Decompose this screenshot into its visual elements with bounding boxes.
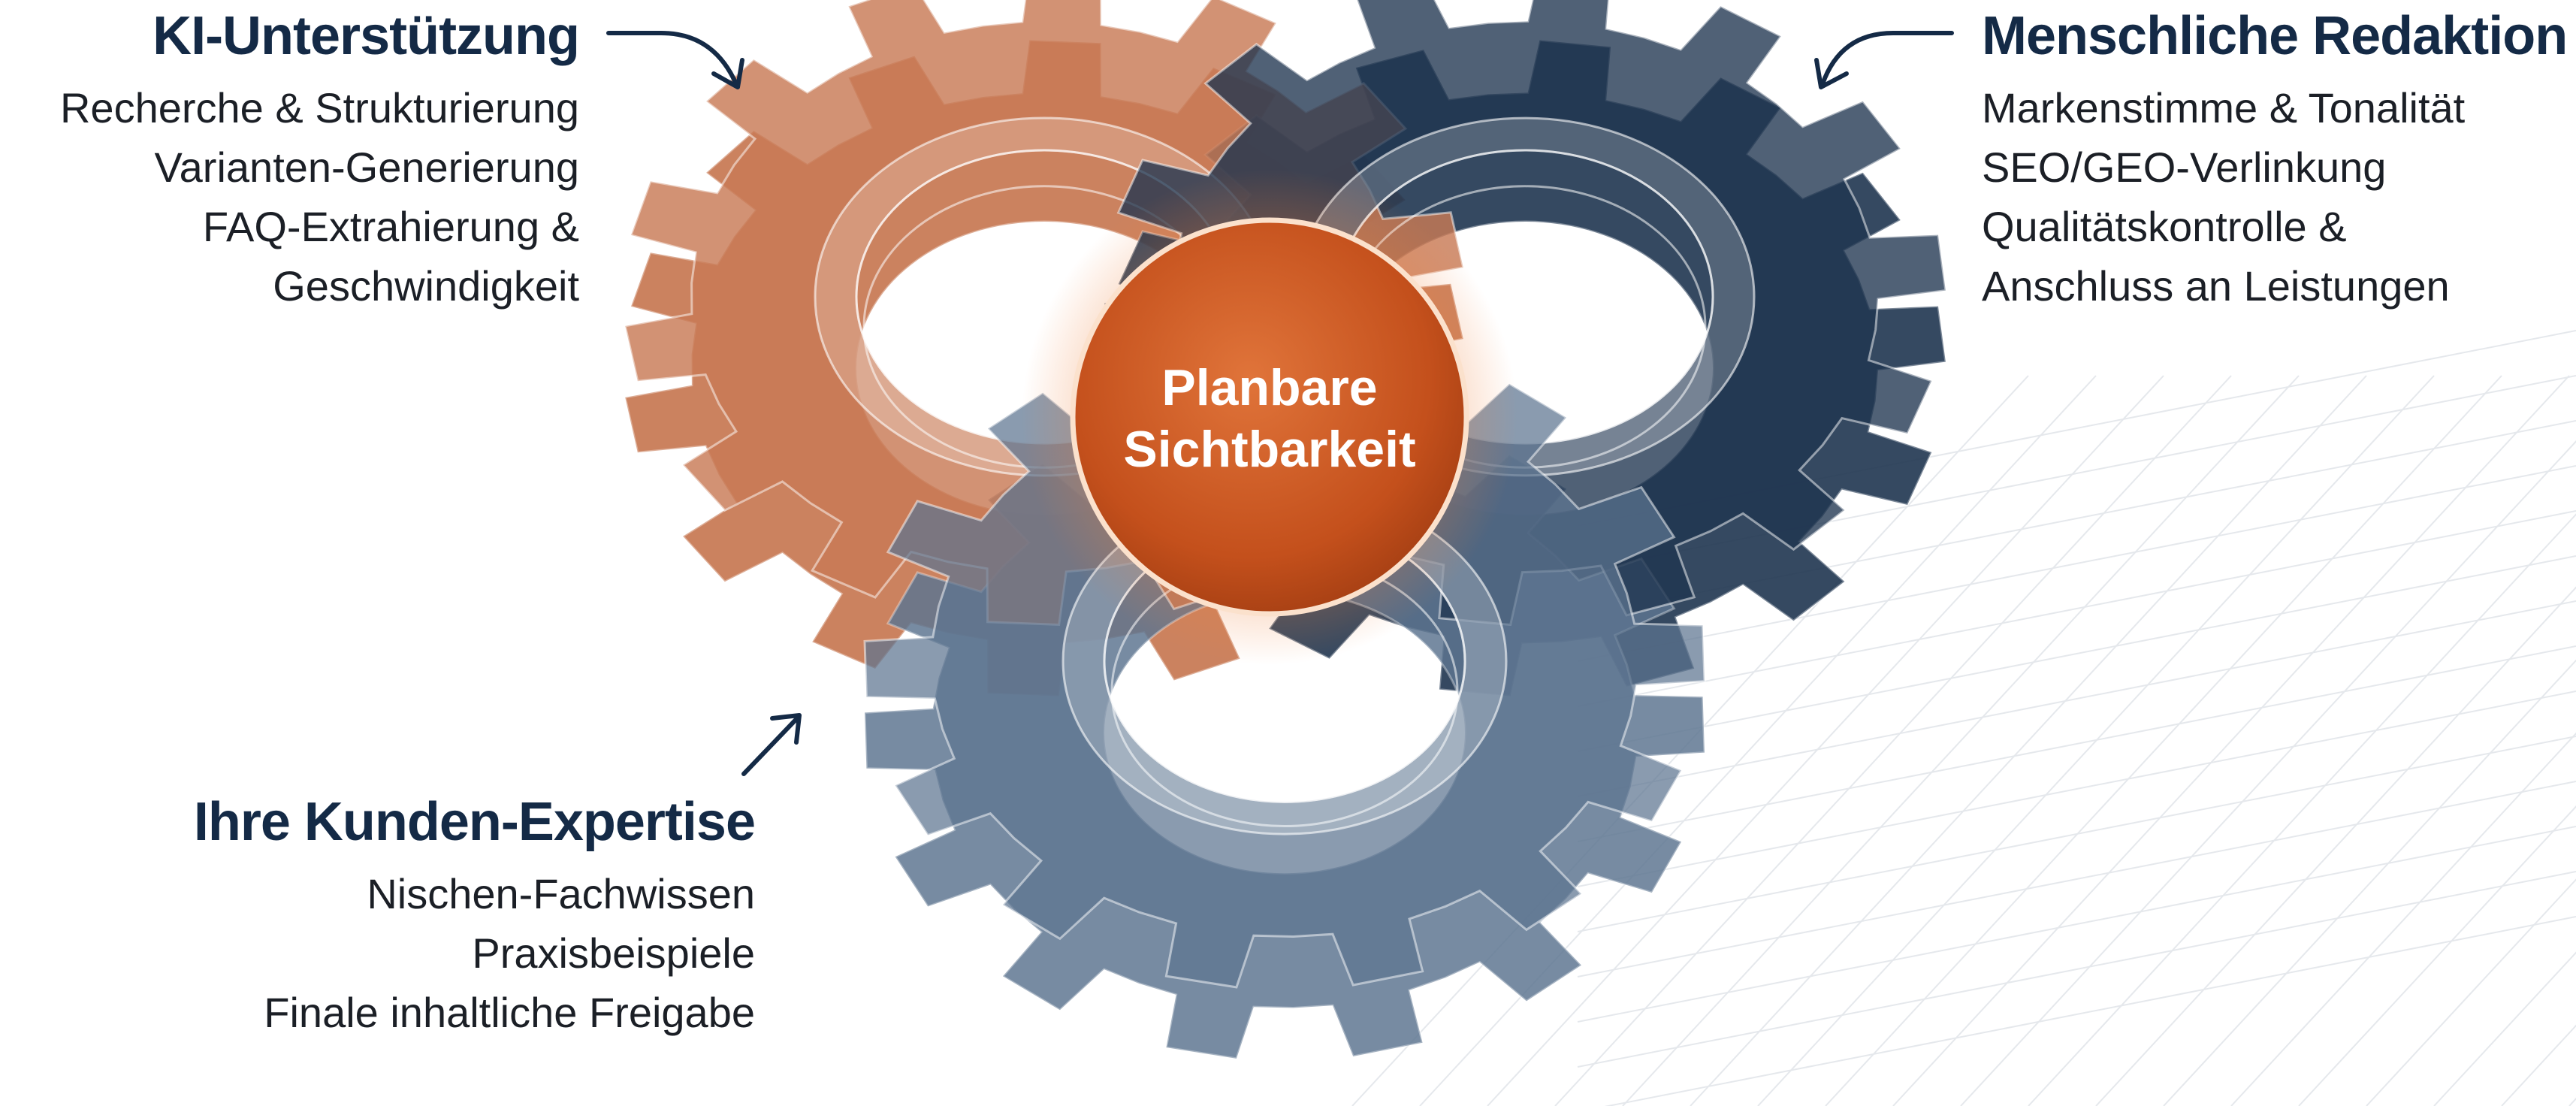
grid-line [1577, 690, 2576, 887]
list-item: Finale inhaltliche Freigabe [264, 989, 755, 1036]
grid-line [2501, 1024, 2576, 1106]
list-item: Praxisbeispiele [472, 929, 755, 977]
grid-line [1577, 600, 2576, 797]
grid-line [1960, 440, 2576, 1106]
grid-line [1577, 510, 2576, 707]
human-arrow [1814, 31, 1954, 89]
customer-expertise-block: Ihre Kunden-Expertise Nischen-Fachwissen… [193, 790, 756, 1042]
list-item: FAQ-Extrahierung & [202, 203, 579, 250]
list-item: Nischen-Fachwissen [367, 870, 755, 917]
center-hub [1070, 217, 1469, 617]
grid-line [2298, 805, 2576, 1106]
grid-line [1690, 375, 2367, 1106]
center-label: Planbare Sichtbarkeit [1071, 357, 1469, 480]
grid-line [1604, 916, 2576, 1106]
grid-line [1554, 375, 2232, 1106]
grid-line [2095, 586, 2576, 1106]
grid-line [1577, 781, 2576, 978]
ki-support-title: KI-Unterstützung [153, 6, 580, 66]
grid-line [1577, 736, 2576, 932]
grid-line [2433, 951, 2576, 1106]
grid-line [1892, 375, 2570, 1106]
grid-line [1577, 871, 2576, 1068]
kunden-arrow [741, 713, 802, 776]
grid-line [1577, 465, 2576, 662]
ki-arrow [606, 31, 744, 89]
grid-line [2366, 878, 2576, 1106]
customer-expertise-list: Nischen-Fachwissen Praxisbeispiele Final… [194, 864, 755, 1042]
grid-line [1577, 826, 2576, 1023]
list-item: Qualitätskontrolle & [1982, 203, 2347, 250]
grid-line [2230, 732, 2576, 1106]
grid-line [1577, 555, 2576, 752]
grid-line [1825, 375, 2502, 1106]
grid-line [2028, 513, 2576, 1106]
grid-line [1487, 375, 2164, 1106]
list-item: Geschwindigkeit [273, 262, 579, 310]
center-label-line1: Planbare [1161, 359, 1378, 416]
list-item: Anschluss an Leistungen [1982, 262, 2450, 310]
ki-support-list: Recherche & Strukturierung Varianten-Gen… [60, 78, 579, 316]
human-editing-title: Menschliche Redaktion [1982, 6, 2568, 66]
human-editing-block: Menschliche Redaktion Markenstimme & Ton… [1982, 5, 2568, 316]
grid-line [1577, 645, 2576, 842]
center-label-line2: Sichtbarkeit [1123, 421, 1416, 478]
ki-support-block: KI-Unterstützung Recherche & Strukturier… [60, 5, 580, 316]
list-item: Varianten-Generierung [154, 144, 579, 191]
grid-line [2163, 659, 2576, 1106]
list-item: SEO/GEO-Verlinkung [1982, 144, 2387, 191]
customer-expertise-title: Ihre Kunden-Expertise [193, 792, 756, 852]
list-item: Markenstimme & Tonalität [1982, 84, 2466, 131]
list-item: Recherche & Strukturierung [59, 84, 579, 131]
human-editing-list: Markenstimme & Tonalität SEO/GEO-Verlink… [1982, 78, 2567, 316]
